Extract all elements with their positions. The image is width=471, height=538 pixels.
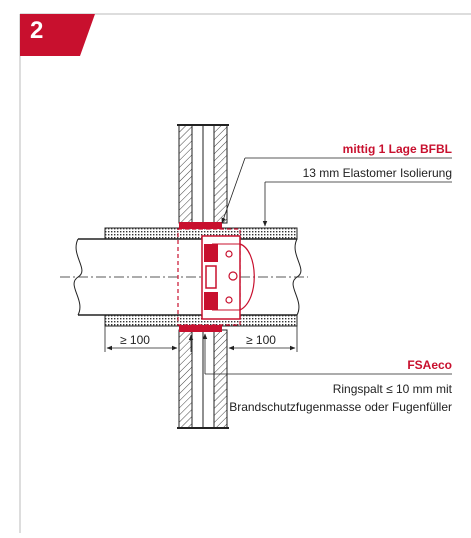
label-gap-line2: Brandschutzfugenmasse oder Fugenfüller xyxy=(229,400,452,414)
figure-number-badge xyxy=(20,14,95,56)
fsaeco-collar xyxy=(177,222,255,332)
figure-number: 2 xyxy=(30,17,44,44)
leader-insulation xyxy=(262,181,452,227)
label-product: FSAeco xyxy=(407,358,452,372)
insulation-top xyxy=(104,227,298,240)
leader-product xyxy=(202,333,452,375)
wall-lower xyxy=(177,329,229,429)
label-layer: mittig 1 Lage BFBL xyxy=(342,142,452,156)
label-gap-line1: Ringspalt ≤ 10 mm mit xyxy=(332,382,452,396)
label-dim-left: ≥ 100 xyxy=(120,333,150,347)
label-insulation: 13 mm Elastomer Isolierung xyxy=(302,166,452,180)
leader-layer xyxy=(221,157,452,224)
label-dim-right: ≥ 100 xyxy=(246,333,276,347)
wall-upper xyxy=(177,124,229,224)
insulation-bottom xyxy=(104,314,298,327)
dimension-right xyxy=(226,326,298,352)
dimension-left xyxy=(104,326,180,352)
